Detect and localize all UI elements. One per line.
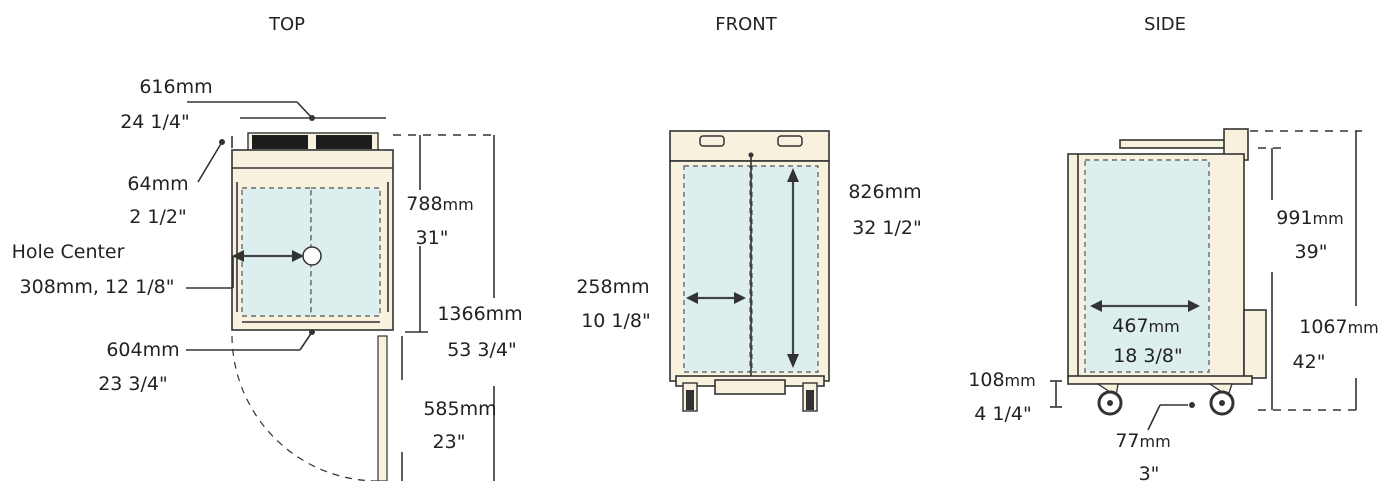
- side-caster-left: [1095, 383, 1123, 416]
- front-height-in: 32 1/2": [852, 217, 922, 239]
- side-height-total-mm: 1067mm: [1299, 316, 1379, 338]
- side-base: [1067, 375, 1253, 385]
- side-caster-in: 3": [1139, 463, 1160, 481]
- front-door-width-mm: 258mm: [576, 276, 649, 298]
- side-caster-right: [1207, 383, 1235, 416]
- top-width-bottom-mm: 604mm: [106, 339, 179, 361]
- top-offset-mm: 64mm: [127, 173, 188, 195]
- side-height-upper-in: 39": [1295, 241, 1328, 263]
- total-depth-in: 53 3/4": [447, 339, 517, 361]
- hole-center-value: 308mm, 12 1/8": [20, 276, 175, 298]
- top-width-in: 24 1/4": [120, 111, 190, 133]
- front-kick-plate: [714, 379, 786, 395]
- top-view: 616mm 24 1/4" 64mm 2 1/2" Hole Center 30…: [12, 76, 523, 481]
- top-depth-in: 31": [416, 227, 449, 249]
- front-caster-right: [802, 382, 818, 412]
- top-offset-in: 2 1/2": [129, 206, 186, 228]
- front-caster-left: [682, 382, 698, 412]
- front-height-mm: 826mm: [848, 181, 921, 203]
- hole-icon: [302, 246, 322, 266]
- door-swing-mm: 585mm: [423, 398, 496, 420]
- top-glass-left: [241, 187, 312, 317]
- side-view: 991mm 39" 1067mm 42" 467mm 18 3/8" 108mm…: [968, 128, 1379, 481]
- view-title-top: TOP: [268, 14, 305, 35]
- side-base-mm: 108mm: [968, 369, 1035, 391]
- view-title-front: FRONT: [715, 14, 777, 35]
- front-door-left: [683, 165, 751, 373]
- front-view: 826mm 32 1/2" 258mm 10 1/8": [576, 130, 922, 412]
- front-door-right: [751, 165, 819, 373]
- side-glass: [1084, 159, 1210, 373]
- front-door-width-in: 10 1/8": [581, 310, 651, 332]
- top-glass-right: [310, 187, 381, 317]
- top-depth-mm: 788mm: [406, 193, 473, 215]
- side-caster-mm: 77mm: [1115, 430, 1170, 452]
- front-handle-left: [699, 135, 725, 147]
- view-title-side: SIDE: [1144, 14, 1186, 35]
- side-top-tray: [1119, 139, 1231, 149]
- side-base-in: 4 1/4": [974, 403, 1031, 425]
- hole-center-title: Hole Center: [12, 241, 125, 263]
- door-swing-in: 23": [433, 431, 466, 453]
- side-depth-in: 18 3/8": [1113, 345, 1183, 367]
- side-height-total-in: 42": [1293, 351, 1326, 373]
- door-leaf: [377, 335, 388, 481]
- grille-slots: [252, 135, 372, 149]
- side-depth-mm: 467mm: [1112, 315, 1179, 337]
- total-depth-mm: 1366mm: [437, 303, 522, 325]
- top-width-bottom-in: 23 3/4": [98, 373, 168, 395]
- top-width-mm: 616mm: [139, 76, 212, 98]
- front-handle-right: [777, 135, 803, 147]
- side-height-upper-mm: 991mm: [1276, 207, 1343, 229]
